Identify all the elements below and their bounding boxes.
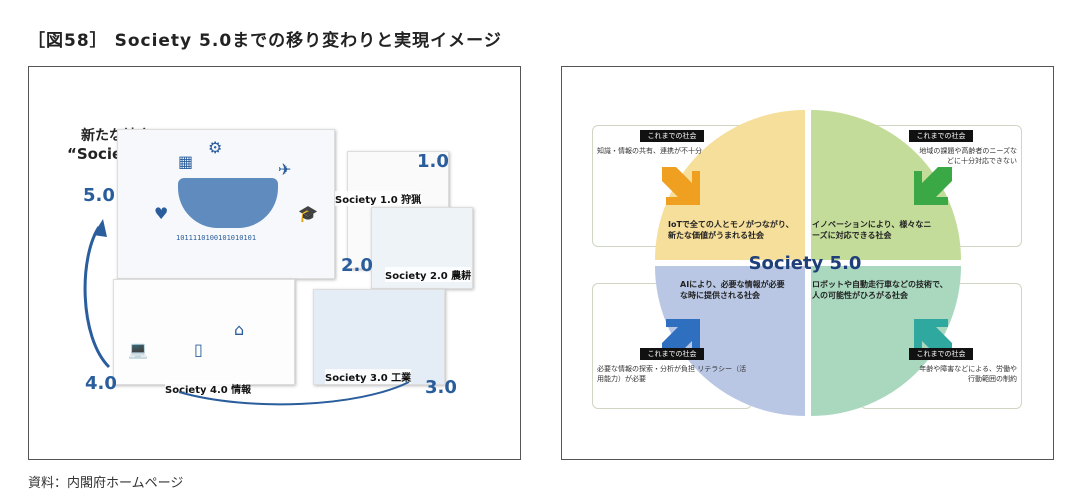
phone-icon: ▯ (194, 340, 203, 359)
society5-image-illustration: これまでの社会 知識・情報の共有、連携が不十分 これまでの社会 地域の課題や高齢… (561, 66, 1054, 460)
figure-caption: ［図58］ Society 5.0までの移り変わりと実現イメージ (28, 31, 502, 51)
quadrant-text-ai: AIにより、必要な情報が必要な時に提供される社会 (680, 280, 785, 300)
society5-center-title: Society 5.0 (748, 253, 862, 274)
laptop-icon: 💻 (128, 340, 148, 359)
past-society-tag: これまでの社会 (909, 348, 973, 360)
quadrant-bl (655, 266, 805, 416)
heart-icon: ♥ (154, 204, 169, 223)
stage-3-label: 3.0 (425, 377, 457, 398)
arrow-icon-tl (662, 167, 700, 205)
quadrant-br (811, 266, 961, 416)
city-globe-icon (178, 178, 278, 228)
past-issue-text: 地域の課題や高齢者のニーズなどに十分対応できない (919, 147, 1017, 165)
arrow-icon-tr (914, 167, 952, 205)
past-society-tag: これまでの社会 (640, 348, 704, 360)
stage-1-label: 1.0 (417, 151, 449, 172)
society2-label: Society 2.0 農耕 (385, 267, 472, 282)
quadrant-text-robot: ロボットや自動走行車などの技術で、人の可能性がひろがる社会 (812, 280, 948, 300)
past-issue-text: 必要な情報の探索・分析が負担 リテラシー（活用能力）が必要 (597, 365, 747, 383)
past-society-tag: これまでの社会 (909, 130, 973, 142)
arrow-icon-br (914, 319, 952, 357)
network-icon: ⚙ (208, 138, 223, 157)
society5-circle (655, 110, 961, 416)
drone-icon: ✈ (278, 160, 292, 179)
quadrant-tl (655, 110, 805, 260)
past-society-tag: これまでの社会 (640, 130, 704, 142)
stage-2-label: 2.0 (341, 255, 373, 276)
society-evolution-illustration: 新たな社会 “Society 5.0” 1011110100101010101 … (28, 66, 521, 460)
quadrant-text-innovation: イノベーションにより、様々なニーズに対応できる社会 (812, 220, 932, 240)
chart-icon: ▦ (178, 152, 194, 171)
evolution-arrow (83, 219, 410, 406)
society1-label: Society 1.0 狩猟 (335, 191, 422, 206)
stage-4-label: 4.0 (85, 373, 117, 394)
society5-card: 1011110100101010101 ⚙ ▦ ✈ ♥ 🎓 (117, 129, 335, 279)
quadrant-tr (811, 110, 961, 260)
source-note: 資料：内閣府ホームページ (28, 476, 184, 491)
graduation-icon: 🎓 (298, 204, 318, 223)
quadrant-text-iot: IoTで全ての人とモノがつながり、新たな価値がうまれる社会 (668, 220, 794, 240)
binary-text: 1011110100101010101 (176, 234, 257, 242)
past-issue-text: 知識・情報の共有、連携が不十分 (597, 147, 702, 155)
house-icon: ⌂ (234, 320, 245, 339)
society4-card: 💻 ⌂ ▯ (113, 279, 295, 385)
arrow-icon-bl (662, 319, 700, 357)
society3-label: Society 3.0 工業 (325, 369, 412, 384)
past-issue-text: 年齢や障害などによる、労働や行動範囲の制約 (919, 365, 1017, 383)
stage-5-label: 5.0 (83, 185, 115, 206)
society4-label: Society 4.0 情報 (165, 381, 252, 396)
